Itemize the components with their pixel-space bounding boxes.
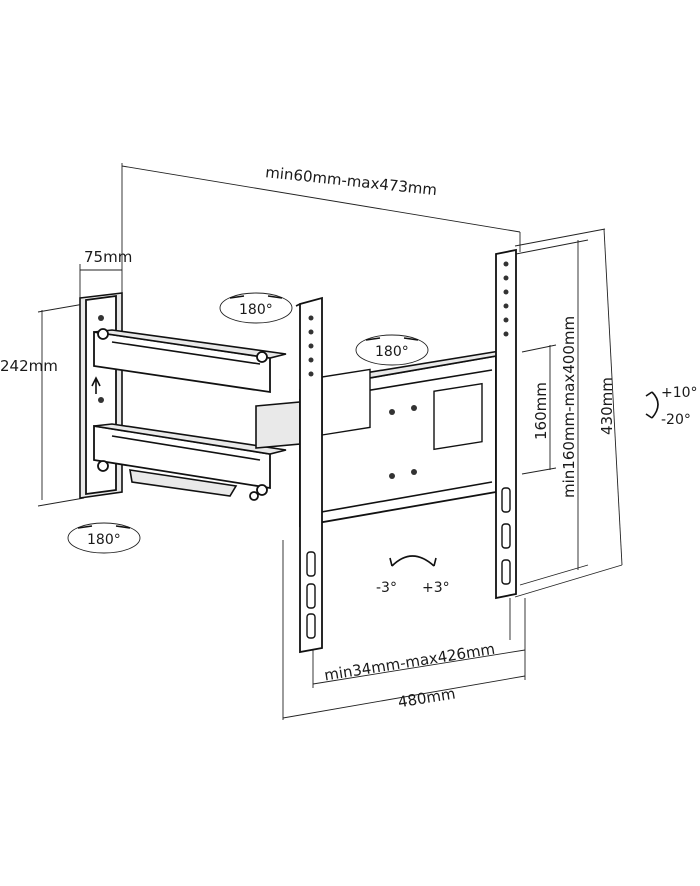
rotation-arm: 180° [67, 522, 141, 554]
rotation-head-label: 180° [375, 344, 409, 360]
level-right-label: +3° [422, 580, 450, 596]
rotation-wall-label: 180° [239, 302, 273, 318]
dimension-lines [37, 163, 623, 720]
rotation-wall: 180° [219, 292, 293, 324]
rotation-arm-label: 180° [87, 532, 121, 548]
tv-bracket [295, 248, 517, 654]
bracket-height-label: 430mm [598, 377, 616, 435]
level-left-label: -3° [376, 580, 397, 596]
level-adjust: -3° +3° [376, 555, 450, 596]
vesa-horizontal-label: min34mm-max426mm [323, 640, 496, 685]
tilt-up-label: +10° [661, 385, 698, 401]
vesa-vertical-label: min160mm-max400mm [560, 316, 578, 498]
wall-plate-height-label: 242mm [0, 357, 58, 375]
tilt-adjust: +10° -20° [645, 385, 698, 428]
tilt-down-label: -20° [661, 412, 691, 428]
wall-plate-depth-label: 75mm [84, 248, 132, 266]
swing-arms [93, 328, 301, 501]
rotation-head: 180° [355, 334, 429, 366]
total-width-label: 480mm [397, 685, 457, 712]
inner-vertical-label: 160mm [532, 382, 550, 440]
